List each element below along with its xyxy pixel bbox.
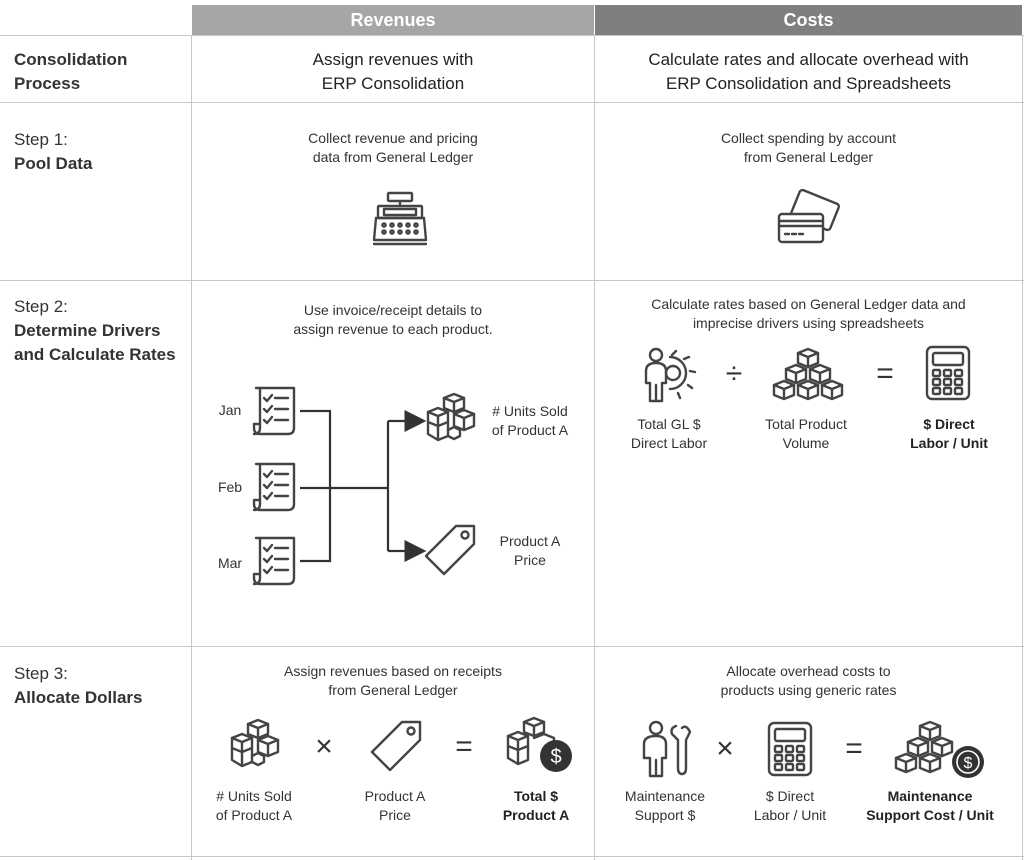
equals-operator: = <box>876 357 894 390</box>
product-boxes-icon <box>426 392 476 442</box>
product-dollar-icon: $ <box>894 720 984 778</box>
price-tag-icon <box>424 524 476 576</box>
product-boxes-icon <box>230 718 280 768</box>
svg-text:$: $ <box>964 755 973 772</box>
step2-revenues-text: Use invoice/receipt details to assign re… <box>293 302 493 337</box>
grid-line <box>0 856 1024 857</box>
calculator-icon <box>925 345 971 401</box>
revenues-column-header: Revenues <box>192 5 594 35</box>
grid-line <box>0 280 1024 281</box>
invoice-icon <box>252 386 296 436</box>
product-dollar-icon: $ <box>506 716 572 772</box>
month-label-jan: Jan <box>218 402 242 418</box>
calculator-icon <box>767 721 813 777</box>
price-tag-icon <box>370 720 422 772</box>
row-label-step3: Step 3: Allocate Dollars <box>14 664 143 707</box>
total-gl-direct-labor-label: Total GL $ Direct Labor <box>630 416 708 451</box>
grid-line <box>594 35 595 860</box>
total-product-revenue-label: Total $ Product A <box>502 788 570 823</box>
consolidation-costs-text: Calculate rates and allocate overhead wi… <box>648 50 969 93</box>
units-sold-label: # Units Sold of Product A <box>215 788 293 823</box>
units-sold-label: # Units Sold of Product A <box>491 403 569 438</box>
maintenance-support-cost-per-unit-label: Maintenance Support Cost / Unit <box>866 788 994 823</box>
grid-line <box>1022 35 1023 860</box>
grid-line <box>191 35 192 860</box>
product-volume-icon <box>772 347 844 401</box>
invoice-icon <box>252 462 296 512</box>
flow-connector-lines <box>300 409 427 563</box>
svg-text:$: $ <box>550 746 561 768</box>
cash-register-icon <box>372 191 428 246</box>
row-label-step2: Step 2: Determine Drivers and Calculate … <box>14 297 176 364</box>
row-label-step1: Step 1: Pool Data <box>14 130 93 173</box>
direct-labor-per-unit-label: $ Direct Labor / Unit <box>753 788 827 823</box>
product-price-label: Product A Price <box>364 788 426 823</box>
month-label-feb: Feb <box>217 479 243 495</box>
step3-revenues-text: Assign revenues based on receipts from G… <box>284 663 502 698</box>
multiply-operator: × <box>315 730 333 763</box>
month-label-mar: Mar <box>217 555 243 571</box>
step2-costs-text: Calculate rates based on General Ledger … <box>651 296 966 331</box>
consolidation-revenues-text: Assign revenues with ERP Consolidation <box>312 50 474 93</box>
product-price-label: Product A Price <box>499 533 561 568</box>
step1-revenues-text: Collect revenue and pricing data from Ge… <box>308 130 478 165</box>
credit-cards-icon <box>777 188 841 244</box>
grid-line <box>0 102 1024 103</box>
divide-operator: ÷ <box>725 357 743 390</box>
row-label-consolidation: Consolidation Process <box>14 50 128 93</box>
costs-column-header: Costs <box>595 5 1022 35</box>
step1-costs-text: Collect spending by account from General… <box>720 130 897 165</box>
equals-operator: = <box>455 730 473 763</box>
maintenance-worker-icon <box>642 720 692 778</box>
worker-gear-icon <box>644 347 697 403</box>
step3-costs-text: Allocate overhead costs to products usin… <box>720 663 897 698</box>
grid-line <box>0 35 1024 36</box>
maintenance-support-label: Maintenance Support $ <box>624 788 706 823</box>
total-product-volume-label: Total Product Volume <box>765 416 847 451</box>
grid-line <box>0 646 1024 647</box>
direct-labor-per-unit-label: $ Direct Labor / Unit <box>910 416 988 451</box>
invoice-icon <box>252 536 296 586</box>
multiply-operator: × <box>716 732 734 765</box>
equals-operator: = <box>845 732 863 765</box>
